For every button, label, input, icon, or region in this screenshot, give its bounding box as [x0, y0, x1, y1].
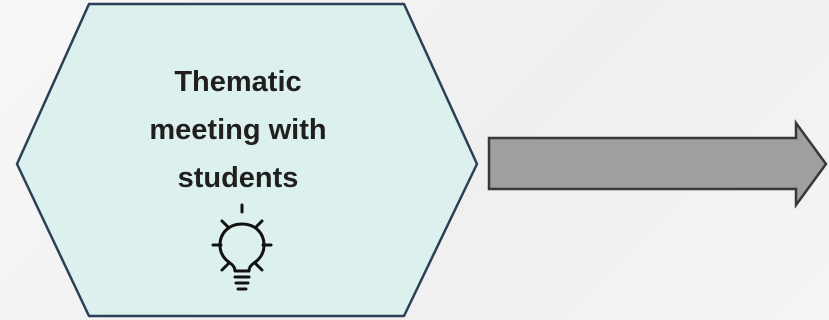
- hexagon-label: Thematic meeting with students: [149, 66, 327, 194]
- hexagon-node: [15, 2, 479, 318]
- lightbulb-icon: [211, 203, 273, 291]
- process-arrow: [487, 119, 828, 209]
